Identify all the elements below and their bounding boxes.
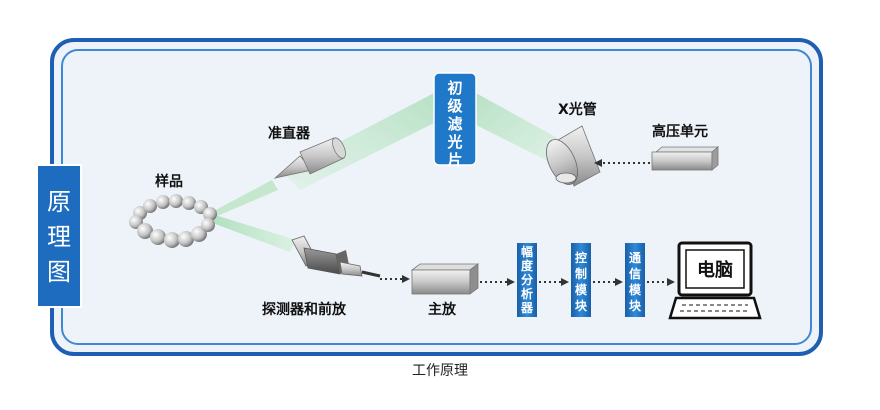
filter-char-3: 滤	[447, 115, 462, 133]
sample-ring-icon	[129, 194, 217, 248]
hv-unit-icon	[651, 146, 720, 171]
label-detector: 探测器和前放	[262, 301, 347, 318]
control-char-1: 控	[575, 250, 587, 265]
analyzer-char-1: 幅	[521, 244, 533, 259]
label-computer: 电脑	[697, 259, 733, 281]
comm-char-2: 信	[629, 266, 641, 281]
side-tab: 原 理 图	[36, 164, 82, 308]
control-char-3: 模	[575, 282, 588, 297]
side-tab-char-1: 原	[47, 188, 71, 216]
analyzer-char-5: 器	[520, 301, 534, 315]
analyzer-char-2: 度	[521, 258, 534, 273]
arrow-comm-to-computer	[647, 278, 675, 286]
arrow-control-to-comm	[593, 278, 623, 286]
beam-sample-to-detector	[210, 215, 296, 252]
detector-icon	[291, 235, 381, 278]
computer-icon	[668, 241, 762, 320]
amp-analyzer-module: 幅 度 分 析 器	[517, 243, 537, 317]
control-char-4: 块	[575, 298, 588, 313]
label-xray-tube: X光管	[558, 101, 597, 118]
arrow-analyzer-to-control	[539, 278, 569, 286]
comm-char-4: 块	[629, 298, 642, 313]
analyzer-char-3: 分	[521, 272, 533, 287]
filter-char-1: 初	[447, 79, 462, 97]
side-tab-char-3: 图	[47, 258, 71, 286]
filter-char-2: 级	[447, 97, 463, 115]
arrow-hv-to-tube	[594, 159, 650, 167]
arrow-amp-to-analyzer	[480, 278, 515, 286]
figure-caption: 工作原理	[412, 363, 468, 379]
primary-filter: 初 级 滤 光 片	[433, 72, 477, 169]
control-char-2: 制	[575, 266, 587, 281]
analyzer-char-4: 析	[521, 286, 533, 301]
filter-char-5: 片	[447, 151, 462, 169]
side-tab-char-2: 理	[47, 223, 71, 251]
comm-module: 通 信 模 块	[625, 243, 645, 317]
control-module: 控 制 模 块	[571, 243, 591, 317]
comm-char-3: 模	[629, 282, 642, 297]
label-hv-unit: 高压单元	[652, 123, 708, 140]
main-amp-icon	[410, 263, 480, 295]
label-sample: 样品	[155, 173, 183, 190]
comm-char-1: 通	[629, 250, 641, 265]
label-main-amp: 主放	[428, 301, 457, 318]
beam-collimator-to-sample	[210, 180, 278, 217]
label-collimator: 准直器	[268, 125, 311, 142]
arrow-detector-to-amp	[380, 275, 410, 283]
xray-tube-icon	[546, 125, 601, 187]
filter-char-4: 光	[446, 133, 462, 151]
collimator-icon	[273, 137, 346, 179]
